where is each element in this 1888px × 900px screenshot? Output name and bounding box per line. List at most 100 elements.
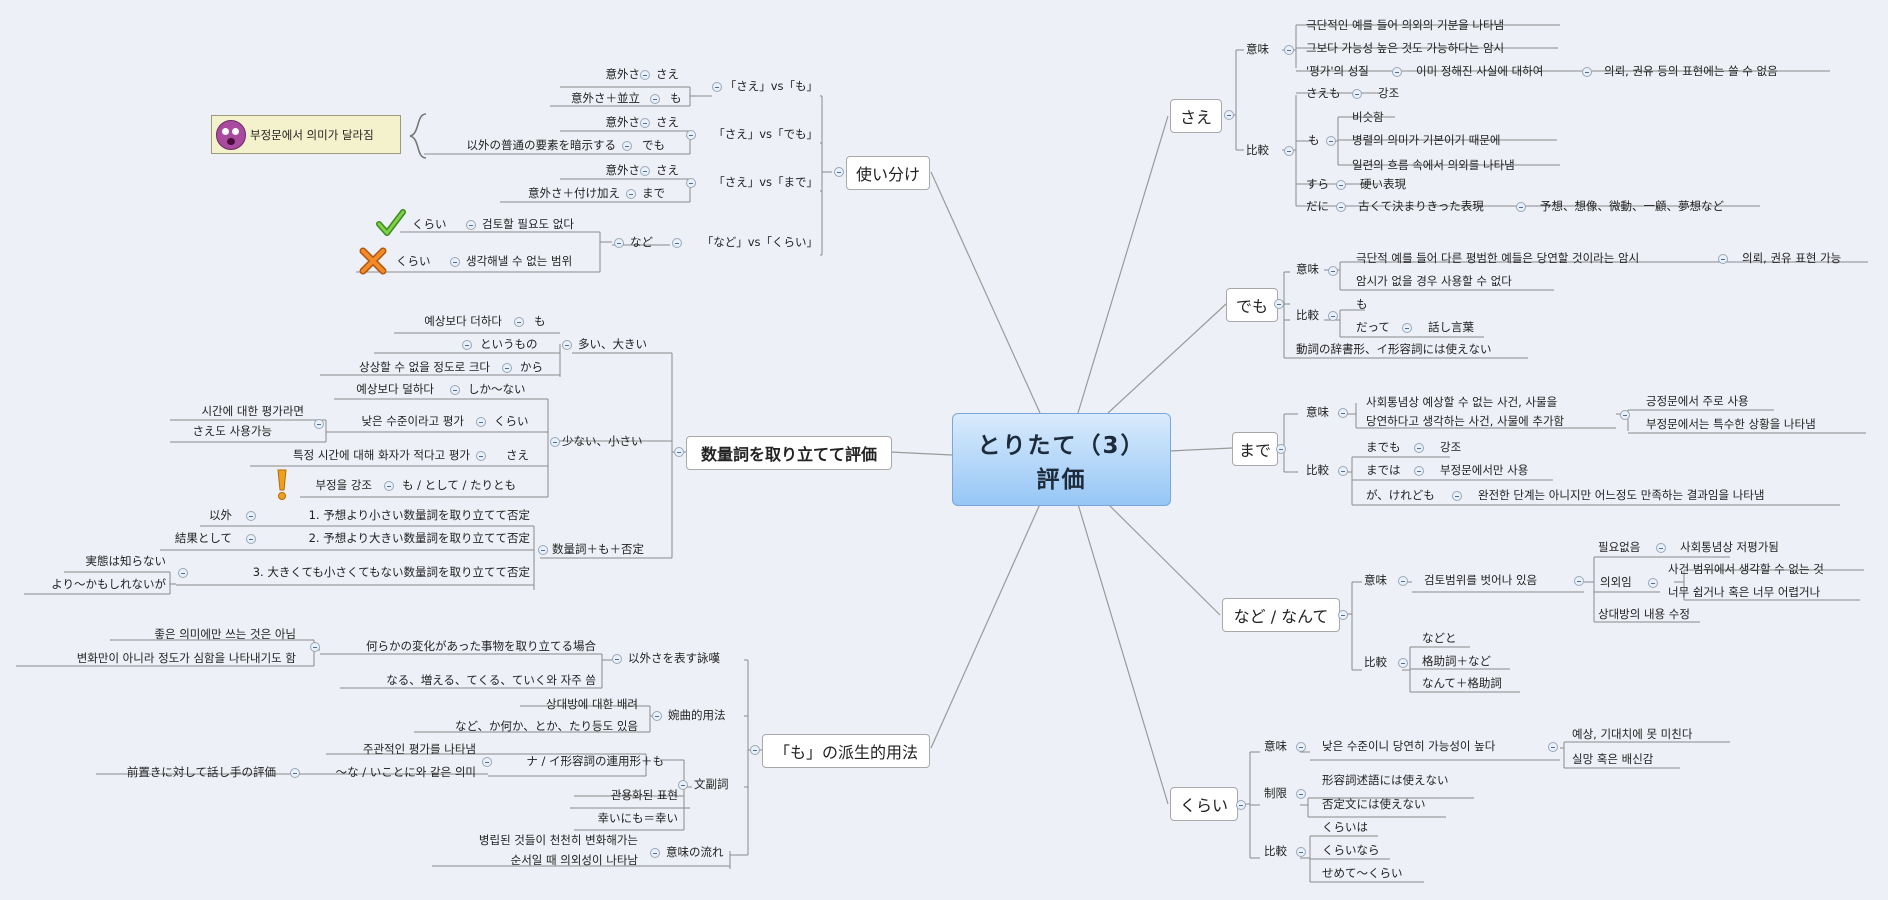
collapse-toggle[interactable] [310,642,320,652]
branch-nado[interactable]: など / なんて [1222,598,1340,632]
collapse-toggle[interactable] [650,848,660,858]
branch-made[interactable]: まで [1232,432,1278,466]
collapse-toggle[interactable] [674,447,684,457]
collapse-toggle[interactable] [1414,466,1424,476]
collapse-toggle[interactable] [550,437,560,447]
tsukai-p4-mid: など [630,235,653,249]
collapse-toggle[interactable] [652,711,662,721]
branch-tsukaiwake[interactable]: 使い分け [846,156,930,190]
collapse-toggle[interactable] [1398,658,1408,668]
collapse-toggle[interactable] [626,189,636,199]
hasei-g3-sub: ナ / イ形容詞の連用形＋も [526,754,664,768]
collapse-toggle[interactable] [178,568,188,578]
collapse-toggle[interactable] [450,257,460,267]
branch-demo[interactable]: でも [1226,288,1278,322]
collapse-toggle[interactable] [1296,847,1306,857]
branch-hasei[interactable]: 「も」の派生的用法 [762,734,930,768]
branch-kurai[interactable]: くらい [1170,787,1238,821]
collapse-toggle[interactable] [1582,67,1592,77]
collapse-toggle[interactable] [1656,543,1666,553]
collapse-toggle[interactable] [1328,266,1338,276]
collapse-toggle[interactable] [450,385,460,395]
collapse-toggle[interactable] [1284,45,1294,55]
collapse-toggle[interactable] [466,220,476,230]
collapse-toggle[interactable] [1414,443,1424,453]
central-title-line1: とりたて（3） [977,432,1146,459]
collapse-toggle[interactable] [1574,576,1584,586]
suuryou-g3: 数量詞＋も＋否定 [552,542,644,556]
collapse-toggle[interactable] [834,167,844,177]
collapse-toggle[interactable] [514,317,524,327]
collapse-toggle[interactable] [1352,89,1362,99]
kurai-seigen-label: 制限 [1264,786,1287,800]
collapse-toggle[interactable] [1392,67,1402,77]
collapse-toggle[interactable] [640,118,650,128]
central-topic[interactable]: とりたて（3） 評価 [952,413,1171,506]
collapse-toggle[interactable] [1326,136,1336,146]
suuryou-g2-left: 부정을 강조 [315,478,372,492]
collapse-toggle[interactable] [712,82,722,92]
collapse-toggle[interactable] [1336,202,1346,212]
nado-hikaku-label: 比較 [1364,655,1387,669]
collapse-toggle[interactable] [1236,800,1246,810]
collapse-toggle[interactable] [672,238,682,248]
tsukai-p4-left: くらい [412,217,447,231]
collapse-toggle[interactable] [482,757,492,767]
collapse-toggle[interactable] [1718,254,1728,264]
nado-imi-sub: 필요없음 [1598,540,1641,554]
collapse-toggle[interactable] [476,451,486,461]
made-imi-label: 意味 [1306,405,1329,419]
collapse-toggle[interactable] [686,178,696,188]
collapse-toggle[interactable] [290,768,300,778]
collapse-toggle[interactable] [1338,408,1348,418]
collapse-toggle[interactable] [538,545,548,555]
collapse-toggle[interactable] [1296,789,1306,799]
collapse-toggle[interactable] [1276,444,1286,454]
collapse-toggle[interactable] [1284,146,1294,156]
collapse-toggle[interactable] [640,166,650,176]
collapse-toggle[interactable] [614,238,624,248]
collapse-toggle[interactable] [1452,491,1462,501]
branch-sae[interactable]: さえ [1170,99,1222,133]
collapse-toggle[interactable] [1336,180,1346,190]
suuryou-g2: 少ない、小さい [562,434,643,448]
collapse-toggle[interactable] [612,654,622,664]
collapse-toggle[interactable] [750,745,760,755]
collapse-toggle[interactable] [314,419,324,429]
callout-note[interactable]: 부정문에서 의미가 달라짐 [211,115,401,154]
collapse-toggle[interactable] [1338,610,1348,620]
collapse-toggle[interactable] [1620,410,1630,420]
collapse-toggle[interactable] [1398,576,1408,586]
collapse-toggle[interactable] [502,363,512,373]
expand-toggle[interactable] [462,340,472,350]
collapse-toggle[interactable] [246,534,256,544]
demo-note: 動詞の辞書形、イ形容詞には使えない [1296,342,1492,356]
tsukai-p4-right: 검토할 필요도 없다 [482,217,574,231]
collapse-toggle[interactable] [1274,299,1284,309]
tsukai-p3-right: さえ [656,163,679,177]
collapse-toggle[interactable] [640,70,650,80]
sae-hikaku-label: 比較 [1246,143,1269,157]
sae-mo-item: 병렬의 의미가 기본이기 때문에 [1352,133,1501,147]
branch-suuryou[interactable]: 数量詞を取り立てて評価 [686,436,892,470]
collapse-toggle[interactable] [650,94,660,104]
collapse-toggle[interactable] [384,481,394,491]
collapse-toggle[interactable] [1516,202,1526,212]
nado-imi-label: 意味 [1364,573,1387,587]
collapse-toggle[interactable] [1296,742,1306,752]
collapse-toggle[interactable] [622,141,632,151]
collapse-toggle[interactable] [476,417,486,427]
collapse-toggle[interactable] [1548,742,1558,752]
collapse-toggle[interactable] [678,780,688,790]
collapse-toggle[interactable] [1224,110,1234,120]
made-imi-item: 당연하다고 생각하는 사건, 사물에 추가함 [1366,414,1565,428]
collapse-toggle[interactable] [686,130,696,140]
collapse-toggle[interactable] [246,511,256,521]
collapse-toggle[interactable] [1338,466,1348,476]
hasei-g4: 意味の流れ [666,845,724,859]
tsukai-p2-left: 意外さ [605,115,641,129]
collapse-toggle[interactable] [1648,578,1658,588]
collapse-toggle[interactable] [562,340,572,350]
collapse-toggle[interactable] [1402,323,1412,333]
collapse-toggle[interactable] [1328,311,1338,321]
